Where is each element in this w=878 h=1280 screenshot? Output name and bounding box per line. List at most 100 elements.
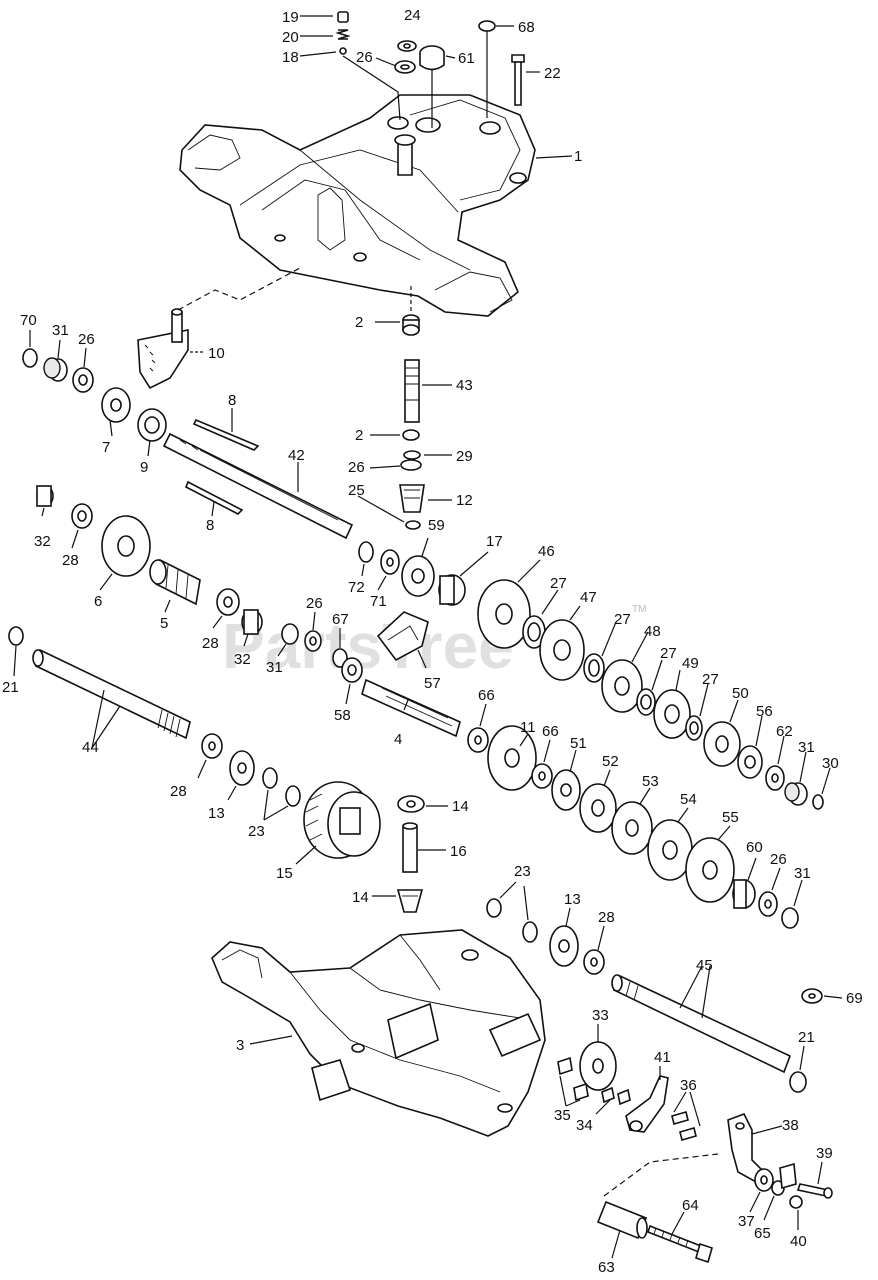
gear-49[interactable] (653, 689, 691, 739)
shaft-42[interactable] (162, 432, 354, 540)
ring-70[interactable] (22, 348, 38, 368)
bushing-2-mid[interactable] (402, 429, 420, 441)
gear-52[interactable] (579, 783, 617, 833)
washer-26-mid[interactable] (400, 459, 422, 471)
gear-12[interactable] (399, 484, 425, 513)
key-36[interactable] (671, 1111, 697, 1141)
gear-46[interactable] (477, 579, 531, 649)
bushing-31-right[interactable] (784, 782, 808, 806)
washer-71[interactable] (380, 549, 400, 575)
washer-37[interactable] (754, 1168, 774, 1192)
axle-44[interactable] (32, 648, 191, 740)
washer-28-row3[interactable] (201, 733, 223, 759)
axle-45[interactable] (611, 974, 792, 1074)
bushing-31-mid[interactable] (281, 623, 299, 645)
gear-51[interactable] (551, 769, 581, 811)
gear-48[interactable] (601, 659, 643, 713)
washer-27-c[interactable] (636, 688, 656, 716)
gear-7[interactable] (101, 387, 131, 423)
washer-29[interactable] (403, 450, 421, 460)
nut-25[interactable] (405, 520, 421, 530)
bushing-32-left[interactable] (36, 485, 54, 507)
ring-23-a[interactable] (262, 767, 278, 789)
watermark-text: PartsTree (222, 610, 514, 682)
nut-24[interactable] (397, 40, 417, 52)
bushing-17[interactable] (438, 574, 466, 606)
gear-13-left[interactable] (229, 750, 255, 786)
ball-18[interactable] (339, 47, 347, 55)
gear-58[interactable] (341, 657, 363, 683)
bushing-31-row3[interactable] (781, 907, 799, 929)
washer-26-row3[interactable] (758, 891, 778, 917)
differential-15[interactable] (303, 781, 381, 859)
callout-27-c: 27 (660, 645, 677, 662)
gear-13-right[interactable] (549, 925, 579, 967)
washer-66-b[interactable] (531, 763, 553, 789)
callout-11: 11 (520, 719, 536, 736)
spring-20[interactable] (335, 29, 351, 40)
callout-62: 62 (776, 723, 793, 740)
key-35-b[interactable] (573, 1082, 589, 1102)
plug-19[interactable] (337, 11, 349, 23)
washer-28-left[interactable] (71, 503, 93, 529)
shift-lever-41[interactable] (625, 1075, 669, 1133)
pinion-14-bottom[interactable] (396, 889, 424, 913)
gear-59[interactable] (401, 555, 435, 597)
gear-53[interactable] (611, 801, 653, 855)
cam-33[interactable] (579, 1041, 617, 1091)
screw-39[interactable] (796, 1183, 833, 1199)
washer-26-top[interactable] (394, 60, 416, 74)
washer-28-right[interactable] (583, 949, 605, 975)
ring-72[interactable] (358, 541, 374, 563)
washer-27-a[interactable] (522, 615, 546, 649)
washer-66-a[interactable] (467, 727, 489, 753)
key-8-top[interactable] (192, 418, 260, 451)
key-8-bottom[interactable] (184, 480, 244, 515)
gear-55[interactable] (685, 837, 735, 903)
gear-5[interactable] (149, 558, 201, 606)
pin-16[interactable] (402, 822, 418, 873)
ring-21-right[interactable] (789, 1071, 807, 1093)
ring-21-left[interactable] (8, 626, 24, 646)
ring-23-c[interactable] (486, 898, 502, 918)
clip-40[interactable] (779, 1162, 803, 1209)
bearing-9[interactable] (137, 408, 167, 442)
gear-54[interactable] (647, 819, 693, 881)
lower-housing[interactable] (211, 929, 546, 1137)
shaft-43[interactable] (404, 359, 420, 423)
bolt-22[interactable] (511, 54, 525, 106)
bolt-64[interactable] (647, 1224, 713, 1264)
callout-55: 55 (722, 809, 739, 826)
upper-housing[interactable] (179, 94, 536, 317)
gear-47[interactable] (539, 619, 585, 681)
ring-30[interactable] (812, 794, 824, 810)
cap-61[interactable] (419, 45, 445, 71)
washer-26-left[interactable] (72, 367, 94, 393)
bushing-60[interactable] (732, 879, 756, 909)
washer-28-mid[interactable] (216, 588, 240, 616)
shift-arm-10[interactable] (137, 308, 189, 390)
gear-11[interactable] (487, 725, 537, 791)
spider-57[interactable] (376, 611, 429, 662)
ring-23-b[interactable] (285, 785, 301, 807)
shaft-4[interactable] (361, 678, 461, 738)
washer-62[interactable] (765, 765, 785, 791)
bushing-31-left[interactable] (43, 357, 68, 382)
bushing-2-top[interactable] (402, 314, 420, 336)
nut-68[interactable] (478, 20, 496, 32)
washer-69[interactable] (801, 988, 823, 1004)
pinion-14-top[interactable] (397, 795, 425, 813)
sleeve-63[interactable] (596, 1200, 648, 1240)
washer-27-d[interactable] (685, 715, 703, 741)
key-34[interactable] (601, 1086, 631, 1106)
key-35-a[interactable] (557, 1056, 573, 1076)
bushing-56[interactable] (737, 745, 763, 779)
washer-27-b[interactable] (583, 653, 605, 683)
ring-23-d[interactable] (522, 921, 538, 943)
gear-6[interactable] (101, 515, 151, 577)
callout-29: 29 (456, 448, 473, 465)
bushing-32-mid[interactable] (241, 609, 263, 635)
gear-50[interactable] (703, 721, 741, 767)
washer-26-row2[interactable] (304, 630, 322, 652)
